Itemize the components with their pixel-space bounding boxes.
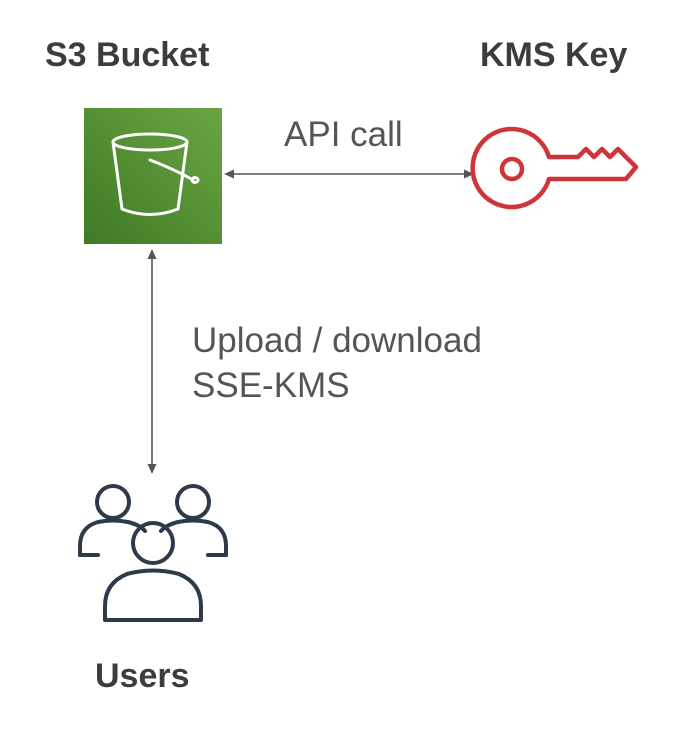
upload-download-label: Upload / download: [192, 321, 482, 360]
s3-bucket-icon: [84, 108, 222, 244]
s3-bucket-title: S3 Bucket: [45, 36, 210, 74]
key-icon: [470, 126, 639, 210]
kms-key-title: KMS Key: [480, 36, 628, 74]
api-call-label: API call: [284, 115, 403, 154]
users-title: Users: [95, 657, 190, 695]
sse-kms-label: SSE-KMS: [192, 366, 350, 405]
api-call-arrow: [224, 169, 474, 179]
upload-download-arrow: [147, 249, 157, 474]
users-icon: [78, 484, 228, 622]
